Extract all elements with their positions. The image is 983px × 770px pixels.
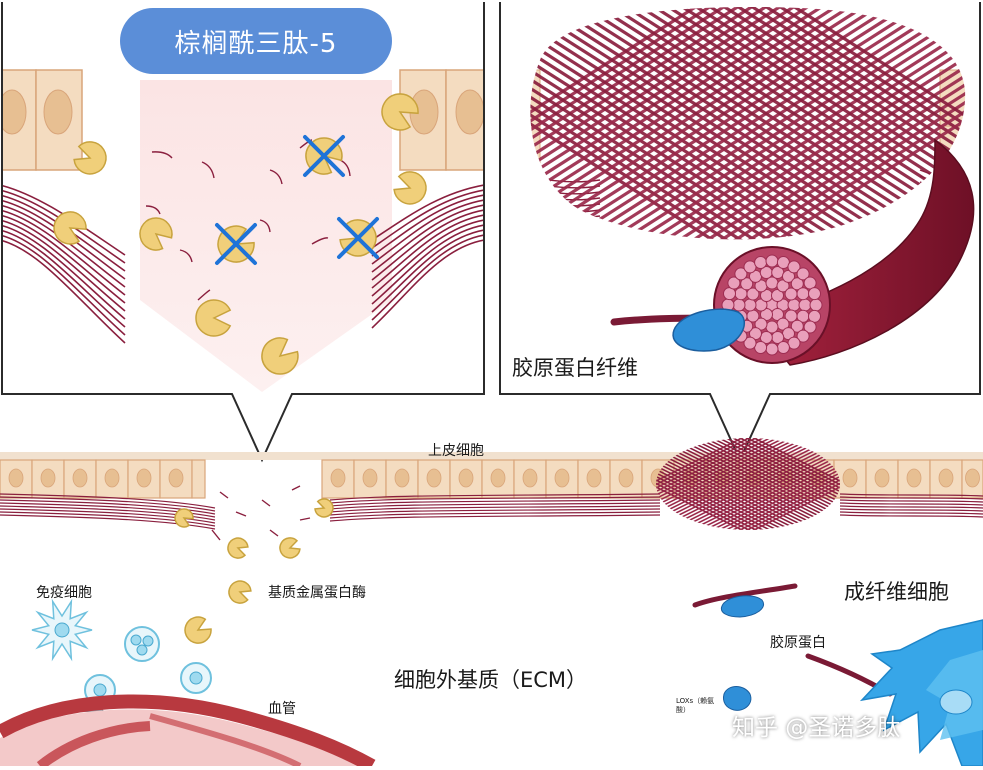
lox-enzyme-right-zoom bbox=[672, 308, 746, 352]
collagen-strands-left-zoom bbox=[2, 184, 484, 344]
peptide-title-badge: 棕榈酰三肽-5 bbox=[120, 8, 392, 74]
immune-cells-label: 免疫细胞 bbox=[36, 585, 92, 601]
mmp-enzyme bbox=[261, 337, 299, 375]
mmp-enzyme bbox=[228, 580, 252, 604]
epithelial-cells-label: 上皮细胞 bbox=[428, 443, 484, 459]
mmp-enzymes-overview bbox=[174, 498, 334, 644]
collagen-fiber-bundle bbox=[713, 138, 975, 366]
epithelial-cell-layer bbox=[0, 452, 983, 499]
lox-enzyme-bound bbox=[720, 595, 764, 618]
collagen-molecule bbox=[692, 583, 798, 608]
mmp-enzyme bbox=[184, 616, 212, 644]
mmp-enzyme bbox=[73, 141, 107, 175]
collagen-mesh bbox=[500, 2, 980, 392]
collagen-fiber-label: 胶原蛋白纤维 bbox=[512, 356, 638, 380]
epithelial-cells-left-zoom bbox=[2, 69, 484, 171]
blood-vessel bbox=[0, 694, 376, 770]
mmp-enzyme bbox=[314, 498, 334, 518]
collagen-fragments-overview bbox=[211, 485, 311, 541]
ecm-label: 细胞外基质（ECM） bbox=[394, 668, 588, 692]
mmp-enzyme bbox=[381, 93, 419, 131]
collagen-label: 胶原蛋白 bbox=[770, 635, 826, 651]
blood-vessel-label: 血管 bbox=[268, 701, 296, 717]
mmp-enzyme bbox=[393, 171, 427, 205]
mmp-enzyme bbox=[139, 217, 173, 251]
mmp-enzyme bbox=[53, 211, 87, 245]
blocked-enzyme-marks bbox=[215, 135, 379, 265]
mmp-label: 基质金属蛋白酶 bbox=[268, 585, 366, 601]
lox-label: LOXs（赖氨 酸） bbox=[676, 697, 715, 714]
watermark: 知乎 @圣诺多肽 bbox=[732, 715, 901, 741]
overview-scene bbox=[0, 438, 983, 770]
collagen-mesh-overview bbox=[656, 438, 840, 530]
mmp-enzyme bbox=[279, 537, 301, 559]
fibroblast-cell bbox=[859, 619, 983, 767]
fibroblast-label: 成纤维细胞 bbox=[844, 580, 949, 604]
lox-enzyme-free bbox=[723, 686, 752, 711]
mmp-enzyme bbox=[195, 299, 232, 337]
collagen-strands-overview bbox=[0, 493, 983, 530]
mmp-enzyme bbox=[227, 537, 249, 559]
right-zoom-panel bbox=[500, 2, 980, 394]
mmp-enzyme bbox=[174, 508, 194, 528]
dendritic-cell bbox=[31, 598, 93, 662]
